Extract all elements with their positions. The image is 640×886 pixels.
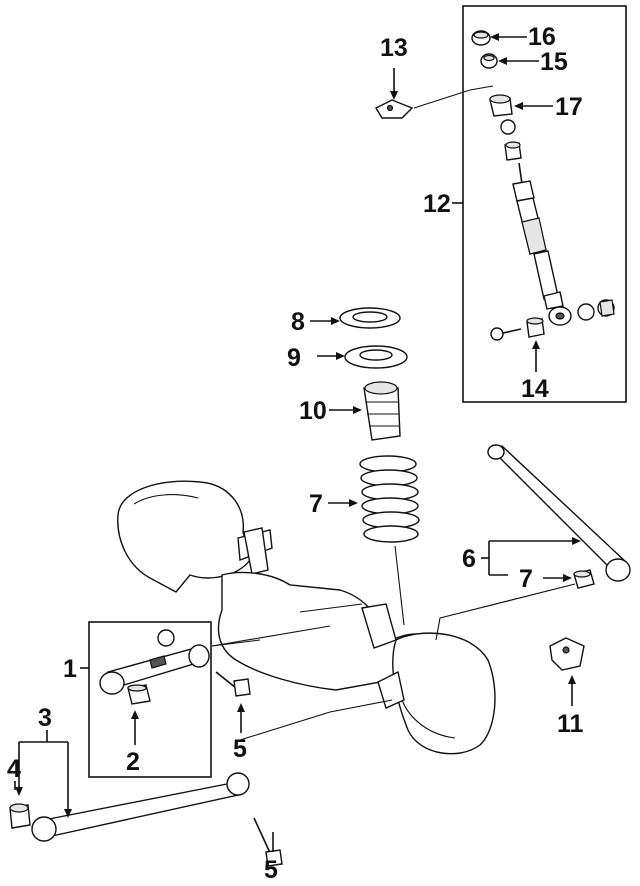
- shock-absorber: [512, 162, 572, 326]
- callout-labels: 16 15 17 13 12 14 8 9 10 7 6 7 11 1 2 5 …: [7, 23, 584, 884]
- part-12-bracket: [549, 637, 585, 671]
- callout-1: 1: [63, 655, 77, 683]
- part-2-bushing: [127, 684, 151, 705]
- callout-14: 13: [380, 34, 408, 62]
- part-16-retainer: [480, 53, 498, 69]
- callout-13: 12: [423, 190, 451, 218]
- callout-2: 2: [126, 748, 140, 776]
- callout-6: 6: [462, 545, 476, 573]
- callout-16: 15: [540, 48, 568, 76]
- callout-leaders: [14, 33, 581, 852]
- callout-9: 8: [291, 308, 305, 336]
- callout-12: 11: [557, 710, 584, 738]
- shock-upper-bushings: [500, 119, 522, 161]
- leader-lines: [211, 583, 576, 741]
- part-5-bolt-lower: [253, 817, 283, 867]
- part-14-bracket: [375, 85, 494, 119]
- part-4-bushing: [9, 803, 31, 829]
- lower-control-arm: [31, 772, 250, 842]
- part-10-insulator: [344, 345, 408, 369]
- callout-5-lower: 5: [264, 856, 278, 884]
- callout-15: 14: [521, 375, 549, 403]
- callout-17: 16: [528, 23, 556, 51]
- part-17-cushion: [471, 30, 491, 46]
- callout-7: 7: [519, 565, 533, 593]
- callout-18: 17: [555, 93, 583, 121]
- shock-absorber-group-box: [452, 5, 627, 403]
- part-9-insulator: [339, 307, 401, 329]
- shock-lower-bushings: [577, 299, 615, 321]
- part-8-coil-spring: [359, 455, 420, 626]
- callout-4: 4: [7, 755, 21, 783]
- upper-control-arm-group-box: [80, 621, 212, 778]
- callout-10: 9: [287, 344, 301, 372]
- part-18-cushion: [489, 94, 513, 117]
- part-15-bushing: [490, 317, 545, 341]
- callout-3: 3: [38, 704, 52, 732]
- part-11-bump-stopper: [363, 381, 401, 441]
- rear-axle-housing: [117, 480, 496, 755]
- lateral-rod: [487, 444, 631, 582]
- part-5-bolt-upper: [215, 671, 251, 697]
- callout-11: 10: [299, 397, 327, 425]
- callout-8: 7: [309, 490, 323, 518]
- part-7-bushing: [573, 569, 595, 589]
- upper-control-arm: [99, 629, 210, 695]
- callout-5-upper: 5: [233, 735, 247, 763]
